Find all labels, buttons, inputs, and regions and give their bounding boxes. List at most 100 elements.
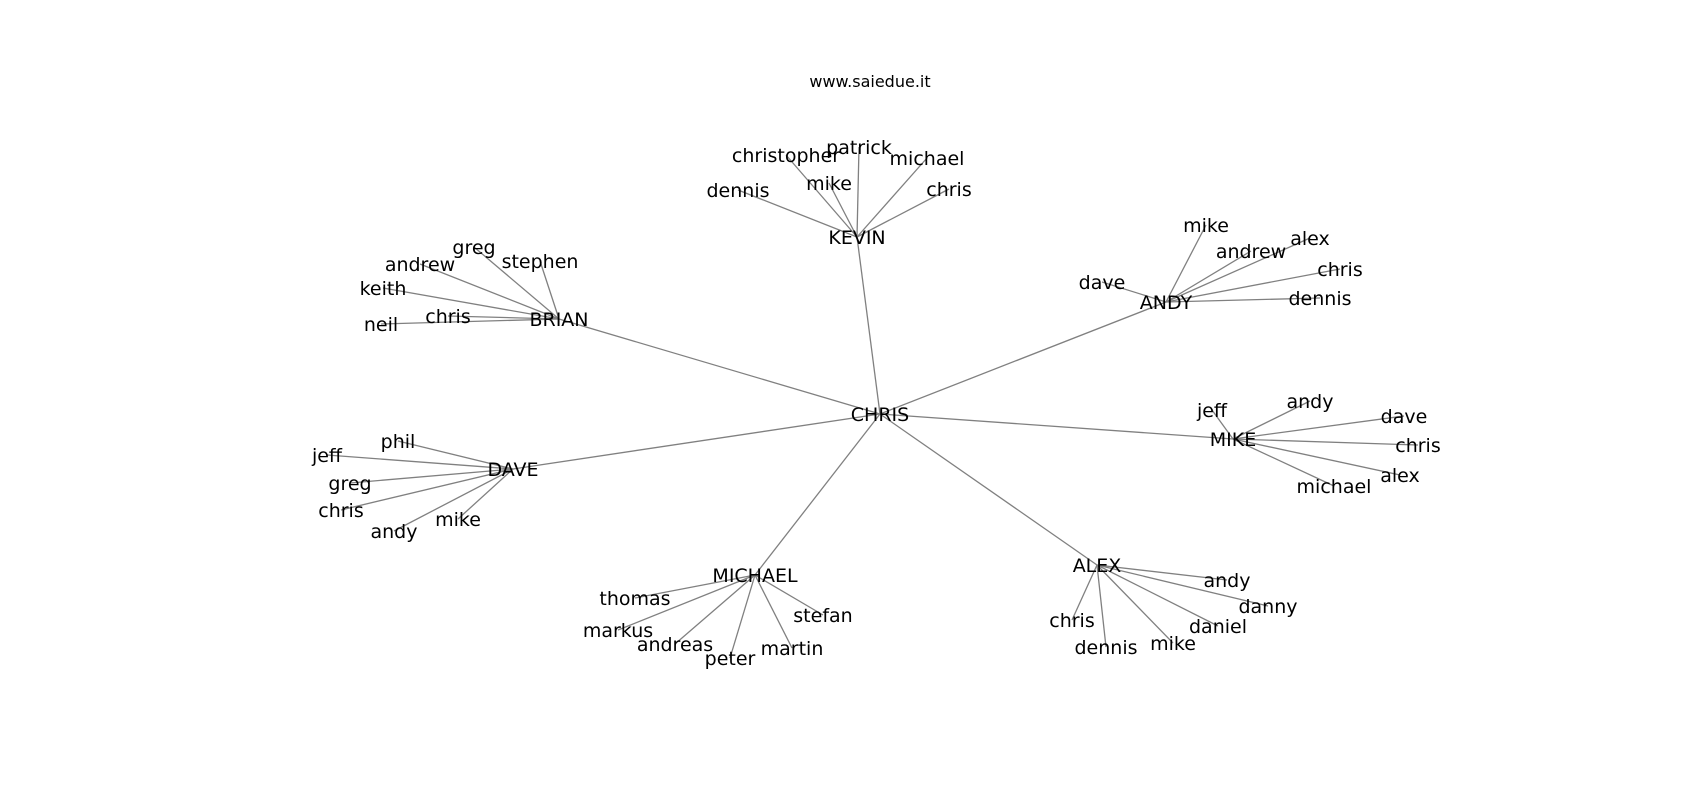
edge-mike-to-dave (1232, 415, 1405, 440)
leaf-node-dave-jeff: jeff (311, 445, 343, 467)
edge-dave-to-jeff (326, 454, 514, 470)
edge-brian-to-keith (382, 287, 560, 320)
leaf-node-mike-jeff: jeff (1196, 400, 1228, 422)
edge-root-to-mike (879, 413, 1234, 440)
edge-michael-to-andreas (674, 574, 756, 645)
edge-andy-to-chris (1165, 268, 1341, 303)
edge-alex-to-daniel (1096, 564, 1219, 627)
edge-michael-to-markus (617, 574, 756, 631)
leaf-node-kevin-chris: chris (926, 179, 971, 201)
graph-edges (326, 146, 1419, 659)
hub-node-michael: MICHAEL (712, 565, 798, 587)
edge-brian-to-chris (447, 315, 560, 320)
root-node-label: CHRIS (851, 404, 909, 426)
edge-alex-to-dennis (1096, 564, 1107, 648)
edge-dave-to-andy (393, 468, 514, 532)
leaf-node-kevin-mike: mike (806, 173, 852, 195)
edge-michael-to-peter (729, 574, 756, 659)
edge-root-to-michael (754, 413, 881, 576)
leaf-node-alex-chris: chris (1049, 610, 1094, 632)
edge-andy-to-andrew (1165, 250, 1252, 303)
leaf-node-mike-andy: andy (1287, 391, 1334, 413)
edge-brian-to-andrew (419, 263, 560, 320)
leaf-node-michael-peter: peter (705, 648, 756, 670)
leaf-node-dave-mike: mike (435, 509, 481, 531)
edge-kevin-to-patrick (856, 146, 860, 238)
leaf-node-brian-stephen: stephen (502, 251, 579, 273)
edge-dave-to-chris (340, 468, 514, 511)
leaf-node-brian-chris: chris (425, 306, 470, 328)
edge-michael-to-stefan (754, 574, 824, 616)
leaf-node-michael-andreas: andreas (637, 634, 713, 656)
edge-michael-to-thomas (634, 574, 756, 599)
hub-node-alex: ALEX (1073, 555, 1122, 577)
edge-kevin-to-mike (828, 182, 858, 238)
edge-michael-to-martin (754, 574, 793, 649)
edge-kevin-to-michael (856, 157, 928, 238)
edge-andy-to-dave (1101, 281, 1167, 303)
page-title: www.saiedue.it (809, 72, 930, 91)
leaf-node-kevin-michael: michael (890, 148, 965, 170)
leaf-node-dave-greg: greg (328, 473, 371, 495)
leaf-node-brian-greg: greg (452, 237, 495, 259)
leaf-node-andy-mike: mike (1183, 215, 1229, 237)
hub-node-dave: DAVE (487, 459, 538, 481)
edge-root-to-brian (558, 318, 881, 415)
edge-alex-to-danny (1096, 564, 1269, 607)
edge-brian-to-neil (380, 318, 560, 325)
edge-mike-to-andy (1232, 400, 1311, 440)
leaf-node-kevin-patrick: patrick (826, 137, 892, 159)
edge-mike-to-alex (1232, 438, 1401, 476)
edge-root-to-dave (512, 413, 881, 470)
edge-alex-to-andy (1096, 564, 1228, 581)
edge-mike-to-chris (1232, 438, 1419, 446)
leaf-node-kevin-dennis: dennis (706, 180, 769, 202)
leaf-node-alex-danny: danny (1238, 596, 1297, 618)
leaf-node-alex-daniel: daniel (1189, 616, 1247, 638)
edge-dave-to-mike (457, 468, 514, 520)
leaf-node-dave-andy: andy (371, 521, 418, 543)
edge-alex-to-chris (1071, 564, 1098, 621)
leaf-node-dave-chris: chris (318, 500, 363, 522)
hub-node-brian: BRIAN (529, 309, 588, 331)
leaf-node-andy-dave: dave (1079, 272, 1126, 294)
leaf-node-brian-neil: neil (364, 314, 398, 336)
leaf-node-alex-dennis: dennis (1074, 637, 1137, 659)
leaf-node-michael-markus: markus (583, 620, 653, 642)
leaf-node-mike-alex: alex (1380, 465, 1420, 487)
edge-alex-to-mike (1096, 564, 1174, 644)
edge-brian-to-stephen (539, 260, 560, 320)
hub-node-andy: ANDY (1140, 292, 1193, 314)
edge-root-to-alex (879, 413, 1098, 566)
leaf-node-dave-phil: phil (381, 431, 416, 453)
edge-kevin-to-dennis (737, 189, 858, 238)
edge-andy-to-dennis (1165, 297, 1321, 303)
edge-root-to-kevin (856, 236, 881, 415)
edge-root-to-andy (879, 301, 1167, 415)
hub-node-mike: MIKE (1210, 429, 1256, 451)
edge-dave-to-phil (397, 440, 514, 470)
leaf-node-mike-chris: chris (1395, 435, 1440, 457)
leaf-node-alex-mike: mike (1150, 633, 1196, 655)
edge-mike-to-jeff (1211, 409, 1234, 440)
hub-node-kevin: KEVIN (828, 227, 885, 249)
edge-kevin-to-chris (856, 188, 950, 238)
leaf-node-brian-keith: keith (360, 278, 407, 300)
leaf-node-andy-dennis: dennis (1288, 288, 1351, 310)
leaf-node-andy-chris: chris (1317, 259, 1362, 281)
leaf-node-michael-martin: martin (761, 638, 824, 660)
leaf-node-andy-andrew: andrew (1216, 241, 1286, 263)
edge-dave-to-greg (349, 468, 514, 484)
edge-mike-to-michael (1232, 438, 1335, 487)
edge-kevin-to-christopher (785, 154, 858, 238)
edge-brian-to-greg (473, 246, 560, 320)
leaf-node-mike-michael: michael (1297, 476, 1372, 498)
graph-labels: CHRISKEVINchristopherpatrickmichaelmiked… (311, 137, 1441, 670)
leaf-node-michael-stefan: stefan (793, 605, 852, 627)
leaf-node-brian-andrew: andrew (385, 254, 455, 276)
edge-andy-to-alex (1165, 237, 1311, 303)
edge-andy-to-mike (1165, 224, 1207, 303)
leaf-node-mike-dave: dave (1381, 406, 1428, 428)
leaf-node-michael-thomas: thomas (599, 588, 670, 610)
